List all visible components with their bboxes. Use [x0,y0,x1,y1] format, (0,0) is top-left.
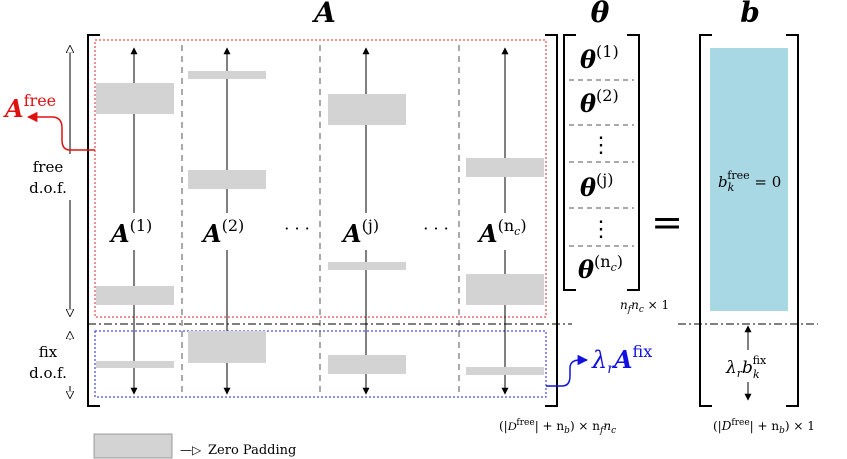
theta-entries: θ(1) θ(2) ⋮ θ(j) ⋮ θ(nc) [578,42,623,284]
matrix-a-title: A [311,0,336,29]
padding-col4-c [328,355,406,374]
b-free-block [710,48,788,311]
column-dots-1: · · · [284,219,309,238]
theta-vdots-2: ⋮ [590,217,612,242]
theta-entry-2: θ(2) [580,86,619,118]
padding-col1-b [96,286,174,305]
fix-dof-label: d.o.f. [29,364,67,382]
free-region-box [94,39,547,318]
b-left-bracket [699,34,712,407]
fix-dof-label-bg [38,340,86,386]
zero-padding-blocks [96,71,544,375]
padding-col2-a [188,71,266,79]
theta-dimension: nfnc × 1 [620,298,669,315]
column-label-nc: A(nc) [477,216,527,248]
matrix-a-left-bracket [87,34,100,407]
padding-col4-a [328,94,406,125]
legend-swatch [93,433,173,459]
column-label-2: A(2) [201,216,244,248]
theta-vdots-1: ⋮ [590,133,612,158]
padding-col2-c [188,331,266,363]
theta-left-bracket [563,34,576,291]
a-free-label: Afree [3,91,56,123]
a-dimension: (|Dfree| + nb) × nfnc [499,418,616,436]
padding-col2-b [188,170,266,189]
padding-col1-a [96,83,174,114]
matrix-a-right-bracket [545,34,558,407]
theta-entry-1: θ(1) [580,42,619,74]
b-title: b [740,0,760,29]
theta-entry-j: θ(j) [580,170,613,202]
legend-label: Zero Padding [208,443,296,458]
column-label-1: A(1) [109,216,152,248]
b-fix-text-bg [724,352,776,380]
padding-col6-b [466,274,544,305]
theta-right-bracket [627,34,640,291]
theta-entry-nc: θ(nc) [578,252,623,284]
free-dof-label-bg [38,154,86,200]
theta-separators [569,79,634,247]
free-dof-label: d.o.f. [29,179,67,197]
padding-col6-a [466,158,544,177]
b-fix-text: λrbkfix [725,354,767,381]
column-separators [181,45,460,395]
b-right-bracket [786,34,799,407]
free-label: free [33,158,64,176]
padding-col1-c [96,361,174,368]
padding-col6-c [466,367,544,375]
b-free-text: bkfree = 0 [718,169,781,194]
a-fix-pointer [546,354,589,387]
theta-title: θ [591,0,610,29]
b-dimension: (|Dfree| + nb) × 1 [713,418,815,436]
fix-label: fix [39,343,58,361]
column-label-j: A(j) [341,216,379,248]
a-fix-label: λrAfix [591,342,652,377]
legend-arrow: —▷ [180,443,202,457]
equals-sign: = [651,200,683,244]
padding-col4-b [328,262,406,270]
a-free-pointer [26,111,95,151]
column-labels: A(1) A(2) · · · A(j) · · · A(nc) [109,216,527,248]
column-dots-2: · · · [423,219,448,238]
